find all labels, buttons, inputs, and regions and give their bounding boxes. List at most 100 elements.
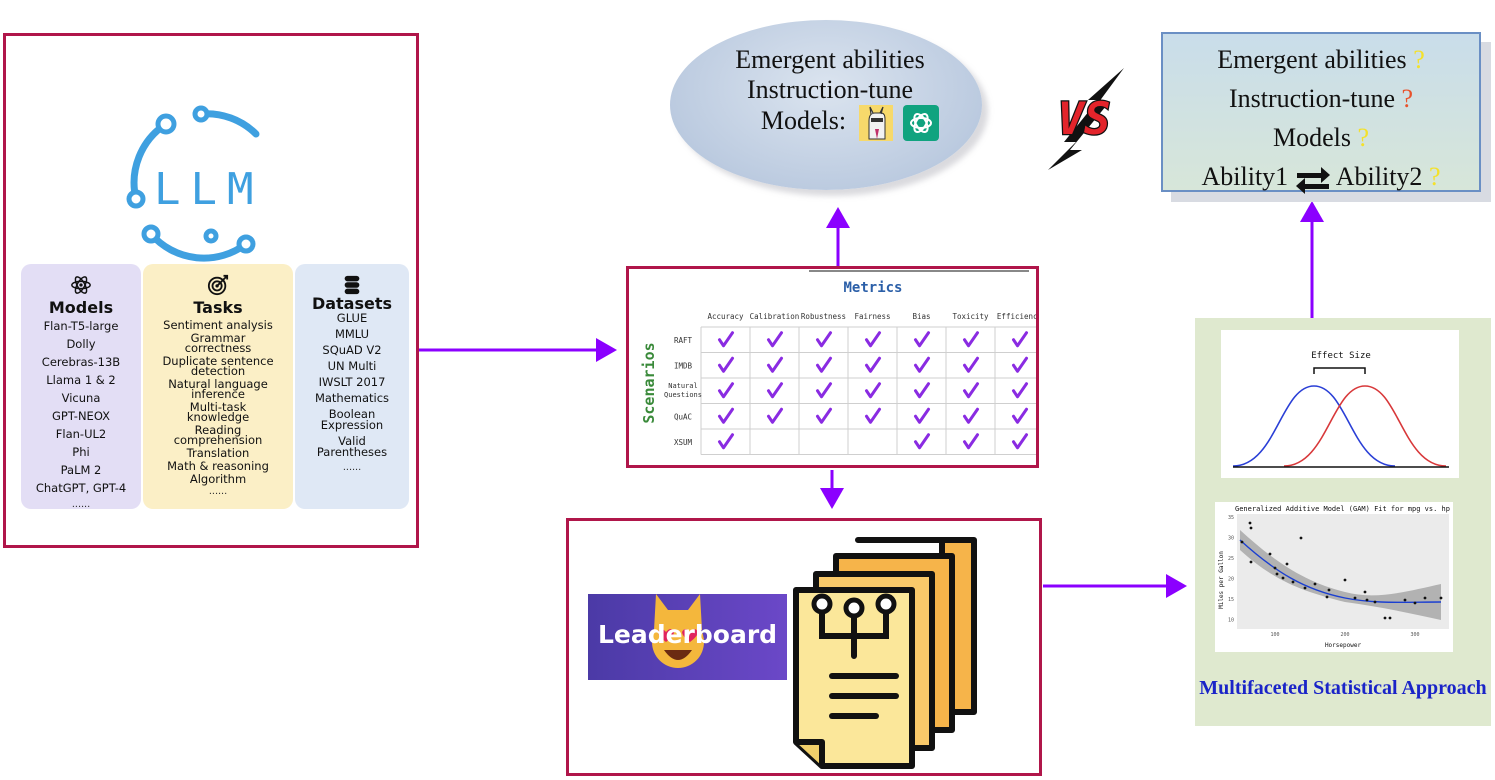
task-item: Grammar correctness	[184, 331, 252, 355]
tasks-more: ......	[208, 485, 228, 497]
llama-icon	[858, 105, 893, 141]
dataset-item: IWSLT 2017	[318, 375, 386, 389]
task-item: Math & reasoning	[167, 459, 269, 473]
check-mark	[767, 356, 783, 373]
findings-line-1: Emergent abilities	[735, 45, 925, 74]
models-title: Models	[48, 298, 114, 317]
swap-arrows-icon	[1295, 167, 1330, 195]
scenario-row-label: Questions	[664, 391, 702, 399]
gam-y-tick: 15	[1228, 597, 1234, 603]
task-item: Sentiment analysis	[163, 318, 273, 332]
tasks-title: Tasks	[193, 298, 243, 317]
metric-column-header: Calibration	[750, 312, 800, 321]
gam-data-point	[1403, 598, 1407, 602]
metric-column-header: Accuracy	[707, 312, 744, 321]
question-line-1: Emergent abilities ?	[1161, 40, 1481, 79]
gam-data-point	[1313, 582, 1317, 586]
gam-fit-line	[1239, 539, 1442, 604]
check-mark	[816, 382, 832, 399]
model-item: GPT-NEOX	[51, 409, 111, 423]
questions-text: Emergent abilities ? Instruction-tune ? …	[1161, 40, 1481, 196]
model-item: Flan-T5-large	[43, 319, 119, 333]
gam-plot: Generalized Additive Model (GAM) Fit for…	[1215, 502, 1453, 652]
ability-1: Ability1	[1201, 162, 1289, 191]
leaderboard-badge: Leaderboard	[588, 594, 787, 680]
questions-panel	[1161, 32, 1481, 192]
gam-ylabel: Miles per Gallon	[1218, 551, 1225, 609]
findings-line-2: Instruction-tune	[746, 75, 914, 104]
question-mark-3: ?	[1357, 123, 1370, 152]
gam-data-point	[1423, 596, 1427, 600]
gam-data-point	[1249, 526, 1253, 530]
check-mark	[963, 407, 979, 424]
question-mark-1: ?	[1413, 45, 1425, 74]
check-mark	[963, 433, 979, 450]
gam-data-point	[1268, 552, 1272, 556]
gam-y-tick: 25	[1228, 556, 1234, 562]
question-mark-2: ?	[1401, 84, 1414, 113]
model-item: Dolly	[66, 337, 96, 351]
gam-y-tick: 30	[1228, 536, 1234, 542]
dataset-item: MMLU	[334, 327, 370, 341]
dataset-item: Mathematics	[314, 391, 390, 405]
blue-distribution-curve	[1232, 385, 1396, 467]
gam-y-tick: 35	[1228, 515, 1234, 521]
dataset-item: SQuAD V2	[322, 343, 382, 357]
task-item: Translation	[186, 446, 250, 460]
check-mark	[865, 331, 881, 348]
scenarios-label: Scenarios	[640, 342, 658, 423]
gam-data-point	[1285, 562, 1289, 566]
gam-data-point	[1439, 596, 1443, 600]
gam-data-point	[1413, 601, 1417, 605]
datasets-more: ......	[342, 461, 362, 473]
gam-data-point	[1343, 578, 1347, 582]
gam-data-point	[1353, 596, 1357, 600]
gam-data-point	[1303, 586, 1307, 590]
llm-logo: LLM	[126, 105, 263, 262]
gam-data-point	[1291, 580, 1295, 584]
scenario-row-label: IMDB	[674, 361, 693, 370]
check-mark	[865, 407, 881, 424]
check-mark	[865, 356, 881, 373]
effect-size-plot: Effect Size	[1221, 330, 1459, 478]
metrics-title: Metrics	[843, 280, 902, 296]
gam-x-tick: 100	[1270, 632, 1279, 638]
check-mark	[914, 382, 930, 399]
check-mark	[767, 382, 783, 399]
model-item: Vicuna	[61, 391, 101, 405]
gam-data-point	[1373, 600, 1377, 604]
check-mark	[1012, 331, 1028, 348]
question-line-4: Ability1 Ability2 ?	[1161, 157, 1481, 196]
model-item: Phi	[72, 445, 90, 459]
check-mark	[718, 407, 734, 424]
metric-column-header: Fairness	[854, 312, 890, 321]
question-line-1-text: Emergent abilities	[1217, 45, 1407, 74]
gam-data-point	[1275, 572, 1279, 576]
task-item: Algorithm	[189, 472, 247, 486]
check-mark	[767, 331, 783, 348]
leaderboard-label: Leaderboard	[597, 620, 778, 649]
gam-data-point	[1240, 540, 1244, 544]
dataset-item: Boolean Expression	[320, 407, 384, 432]
check-mark	[816, 356, 832, 373]
check-mark	[816, 331, 832, 348]
chatgpt-icon	[903, 105, 940, 141]
effect-size-title: Effect Size	[1311, 351, 1371, 361]
llm-logo-text: LLM	[154, 164, 263, 215]
statistics-caption: Multifaceted Statistical Approach	[1199, 677, 1487, 699]
check-mark	[914, 331, 930, 348]
check-mark	[1012, 382, 1028, 399]
question-line-3: Models ?	[1161, 118, 1481, 157]
question-line-2-text: Instruction-tune	[1228, 84, 1396, 113]
scenario-row-label: XSUM	[674, 438, 693, 447]
heart-eyes-cat-icon	[652, 594, 704, 668]
question-line-3-text: Models	[1272, 123, 1351, 152]
check-mark	[963, 331, 979, 348]
gam-x-tick: 200	[1340, 632, 1349, 638]
findings-line-3-row: Models:	[690, 105, 970, 141]
scenario-row-label: RAFT	[674, 336, 693, 345]
